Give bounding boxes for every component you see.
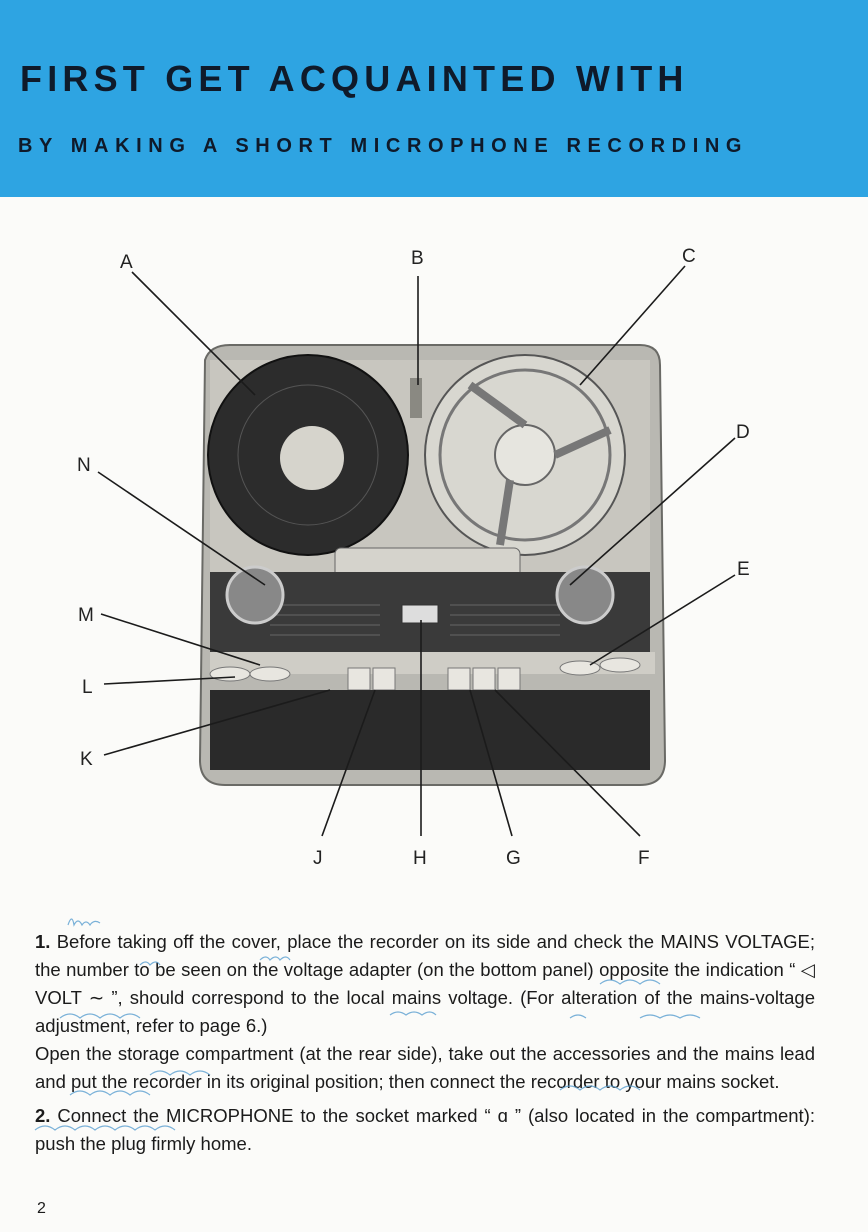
label-F: F	[638, 848, 650, 869]
label-D: D	[736, 422, 750, 443]
level-indicator	[401, 604, 439, 624]
speed-selector	[410, 378, 422, 418]
header-banner: FIRST GET ACQUAINTED WITH BY MAKING A SH…	[0, 0, 868, 197]
leader-lines	[97, 265, 736, 837]
label-A: A	[120, 252, 133, 273]
page-subtitle: BY MAKING A SHORT MICROPHONE RECORDING	[18, 135, 749, 157]
label-G: G	[506, 848, 521, 869]
left-knob	[225, 565, 285, 625]
step-2: 2. Connect the MICROPHONE to the socket …	[35, 1105, 815, 1154]
right-reel	[424, 354, 626, 556]
right-knob	[555, 565, 615, 625]
left-reel	[207, 354, 409, 556]
instructions: 1. Before taking off the cover, place th…	[35, 928, 815, 1158]
diagram-labels: A B C D E F G H J K L M N	[77, 246, 750, 869]
label-E: E	[737, 559, 750, 580]
label-B: B	[411, 248, 424, 269]
page-title: FIRST GET ACQUAINTED WITH	[20, 58, 689, 99]
step-1: 1. Before taking off the cover, place th…	[35, 931, 815, 1036]
label-M: M	[78, 605, 94, 626]
label-J: J	[313, 848, 323, 869]
step-1-continued: Open the storage compartment (at the rea…	[35, 1043, 815, 1092]
tape-recorder-diagram: A B C D E F G H J K L M N	[77, 246, 750, 869]
label-L: L	[82, 677, 93, 698]
page-number: 2	[37, 1200, 46, 1217]
label-C: C	[682, 246, 696, 267]
label-N: N	[77, 455, 91, 476]
label-H: H	[413, 848, 427, 869]
label-K: K	[80, 749, 93, 770]
